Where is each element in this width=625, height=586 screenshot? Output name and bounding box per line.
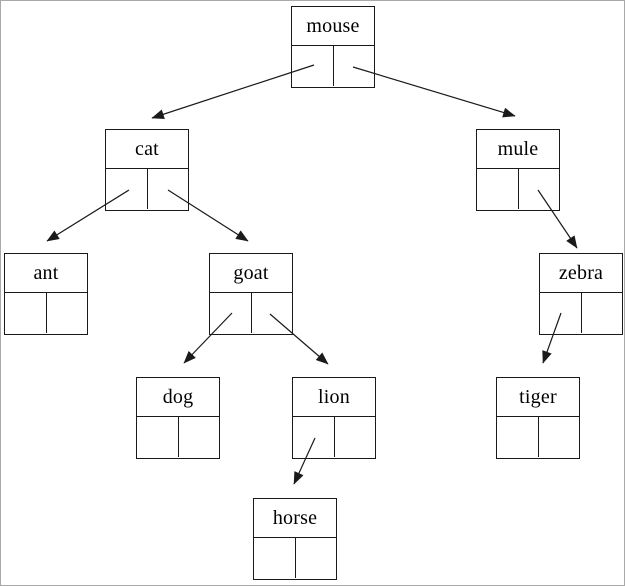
node-dog-right-pointer-cell — [179, 417, 220, 457]
node-tiger-pointers — [497, 417, 579, 457]
node-goat-label: goat — [210, 254, 292, 293]
node-goat: goat — [209, 253, 293, 335]
node-cat: cat — [105, 129, 189, 211]
node-tiger-right-pointer-cell — [539, 417, 580, 457]
node-mule: mule — [476, 129, 560, 211]
node-tiger-label: tiger — [497, 378, 579, 417]
node-dog: dog — [136, 377, 220, 459]
node-mouse: mouse — [291, 6, 375, 88]
node-ant: ant — [4, 253, 88, 335]
node-ant-pointers — [5, 293, 87, 333]
node-zebra: zebra — [539, 253, 623, 335]
node-cat-label: cat — [106, 130, 188, 169]
node-ant-right-pointer-cell — [47, 293, 88, 333]
node-lion-label: lion — [293, 378, 375, 417]
node-zebra-pointers — [540, 293, 622, 333]
node-mouse-right-pointer-cell — [334, 46, 375, 86]
node-mule-pointers — [477, 169, 559, 209]
node-goat-left-pointer-cell — [210, 293, 252, 333]
node-horse-left-pointer-cell — [254, 538, 296, 578]
node-dog-label: dog — [137, 378, 219, 417]
node-zebra-label: zebra — [540, 254, 622, 293]
node-zebra-right-pointer-cell — [582, 293, 623, 333]
node-lion: lion — [292, 377, 376, 459]
node-mule-label: mule — [477, 130, 559, 169]
node-cat-left-pointer-cell — [106, 169, 148, 209]
node-horse: horse — [253, 498, 337, 580]
node-mule-right-pointer-cell — [519, 169, 560, 209]
node-mouse-left-pointer-cell — [292, 46, 334, 86]
node-dog-left-pointer-cell — [137, 417, 179, 457]
node-mule-left-pointer-cell — [477, 169, 519, 209]
node-tiger-left-pointer-cell — [497, 417, 539, 457]
node-horse-label: horse — [254, 499, 336, 538]
node-goat-right-pointer-cell — [252, 293, 293, 333]
node-horse-pointers — [254, 538, 336, 578]
node-horse-right-pointer-cell — [296, 538, 337, 578]
node-cat-right-pointer-cell — [148, 169, 189, 209]
node-mouse-pointers — [292, 46, 374, 86]
node-zebra-left-pointer-cell — [540, 293, 582, 333]
node-goat-pointers — [210, 293, 292, 333]
node-dog-pointers — [137, 417, 219, 457]
node-ant-label: ant — [5, 254, 87, 293]
node-cat-pointers — [106, 169, 188, 209]
node-ant-left-pointer-cell — [5, 293, 47, 333]
node-tiger: tiger — [496, 377, 580, 459]
node-mouse-label: mouse — [292, 7, 374, 46]
node-lion-left-pointer-cell — [293, 417, 335, 457]
node-lion-pointers — [293, 417, 375, 457]
node-lion-right-pointer-cell — [335, 417, 376, 457]
